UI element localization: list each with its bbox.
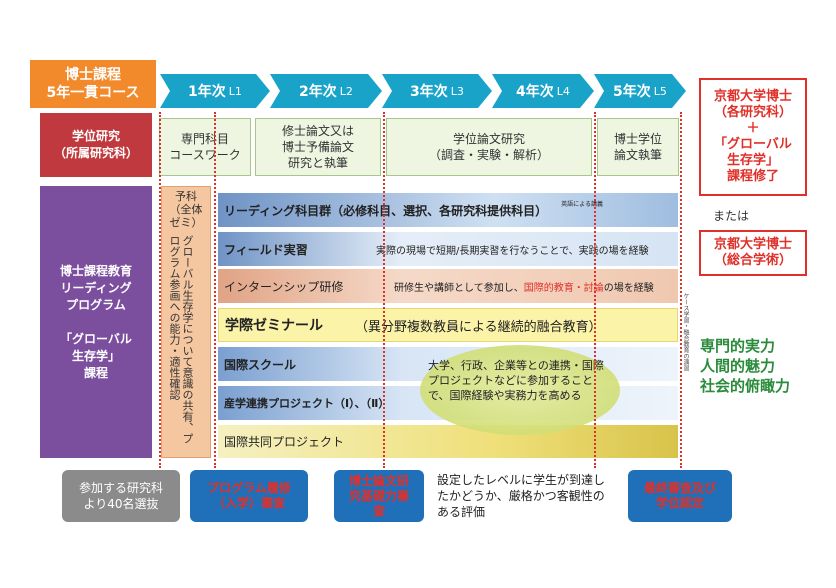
bar-intern-note-b: 国際的教育・討論 bbox=[523, 282, 604, 294]
research-box-masters-thesis: 修士論文又は 博士予備論文 研究と執筆 bbox=[255, 118, 381, 176]
bar-joint-project: 国際共同プロジェクト bbox=[218, 425, 678, 458]
year-2-level: L2 bbox=[339, 84, 353, 98]
bar-leading-note: 英語による講義 bbox=[561, 201, 603, 208]
outcome-qualities: 専門的実力 人間的魅力 社会的俯瞰力 bbox=[700, 337, 791, 395]
collaboration-ellipse bbox=[420, 345, 620, 435]
qualifying-exam-box: 博士論文研 究基礎力審 査 bbox=[334, 470, 424, 522]
bar-leading-courses: リーディング科目群（必修科目、選択、各研究科提供科目） 英語による講義 bbox=[218, 193, 678, 227]
year-1-level: L1 bbox=[228, 84, 242, 98]
prelim-column bbox=[161, 186, 211, 458]
degree-box-research-course: 京都大学博士 （各研究科） ＋ 「グローバル 生存学」 課程修了 bbox=[699, 78, 807, 196]
bar-seminar-note: （異分野複数教員による継続的融合教育） bbox=[355, 319, 602, 335]
research-row-label: 学位研究 （所属研究科） bbox=[40, 113, 152, 177]
year-5-level: L5 bbox=[653, 84, 667, 98]
bar-intern-note-c: の場を経験 bbox=[603, 282, 654, 294]
year-3-level: L3 bbox=[450, 84, 464, 98]
course-title: 博士課程 5年一貫コース bbox=[30, 60, 156, 108]
bar-leading-label: リーディング科目群（必修科目、選択、各研究科提供科目） bbox=[224, 203, 548, 218]
program-row-label: 博士課程教育 リーディング プログラム 「グローバル 生存学」 課程 bbox=[40, 186, 152, 458]
bar-field-label: フィールド実習 bbox=[224, 242, 308, 257]
case-study-vertical-note: ケース学習・融合教育の演習 bbox=[682, 293, 689, 371]
year-5-label: 5年次 bbox=[613, 84, 651, 100]
year-4-level: L4 bbox=[556, 84, 570, 98]
prelim-heading: 予科 （全体 ゼミ） bbox=[169, 190, 203, 229]
bar-field-practice: フィールド実習 実際の現場で短期/長期実習を行なうことで、実践の場を経験 bbox=[218, 232, 678, 266]
bar-intern-label: インターンシップ研修 bbox=[224, 279, 344, 294]
divider-line bbox=[594, 112, 596, 468]
year-2-label: 2年次 bbox=[299, 84, 337, 100]
divider-line bbox=[214, 112, 216, 468]
bar-intern-note-a: 研修生や講師として参加し、 bbox=[394, 282, 524, 294]
year-4-label: 4年次 bbox=[516, 84, 554, 100]
year-1-label: 1年次 bbox=[188, 84, 226, 100]
research-box-dissertation-writing: 博士学位 論文執筆 bbox=[597, 118, 679, 176]
bar-joint-label: 国際共同プロジェクト bbox=[224, 435, 345, 449]
selection-box: 参加する研究科 より40名選抜 bbox=[62, 470, 180, 522]
admission-exam-box: プログラム履修 （入学）審査 bbox=[190, 470, 308, 522]
divider-line bbox=[159, 112, 161, 468]
bar-internship: インターンシップ研修 研修生や講師として参加し、国際的教育・討論の場を経験 bbox=[218, 269, 678, 303]
bar-industry-label: 産学連携プロジェクト（Ⅰ）、（Ⅱ） bbox=[224, 397, 390, 410]
collaboration-text: 大学、行政、企業等との連携・国際プロジェクトなどに参加することで、国際経験や実務… bbox=[428, 359, 604, 402]
or-label: または bbox=[713, 209, 750, 223]
divider-line bbox=[383, 112, 385, 468]
prelim-description: グローバル生存学について意識の共有、プログラム参画への能力・適性確認 bbox=[168, 235, 194, 444]
bar-school-label: 国際スクール bbox=[224, 357, 297, 372]
bar-interdisciplinary-seminar: 学際ゼミナール （異分野複数教員による継続的融合教育） bbox=[218, 308, 678, 342]
research-box-coursework: 専門科目 コースワーク bbox=[159, 118, 251, 176]
bar-field-note: 実際の現場で短期/長期実習を行なうことで、実践の場を経験 bbox=[376, 245, 649, 257]
bar-seminar-label: 学際ゼミナール bbox=[225, 318, 323, 334]
final-exam-box: 最終審査及び 学位認定 bbox=[628, 470, 732, 522]
evaluation-text: 設定したレベルに学生が到達したかどうか、厳格かつ客観性のある評価 bbox=[437, 473, 606, 519]
research-box-dissertation-research: 学位論文研究 （調査・実験・解析） bbox=[386, 118, 592, 176]
degree-box-integrated: 京都大学博士 （総合学術） bbox=[699, 230, 807, 276]
divider-line bbox=[680, 112, 682, 468]
year-3-label: 3年次 bbox=[410, 84, 448, 100]
